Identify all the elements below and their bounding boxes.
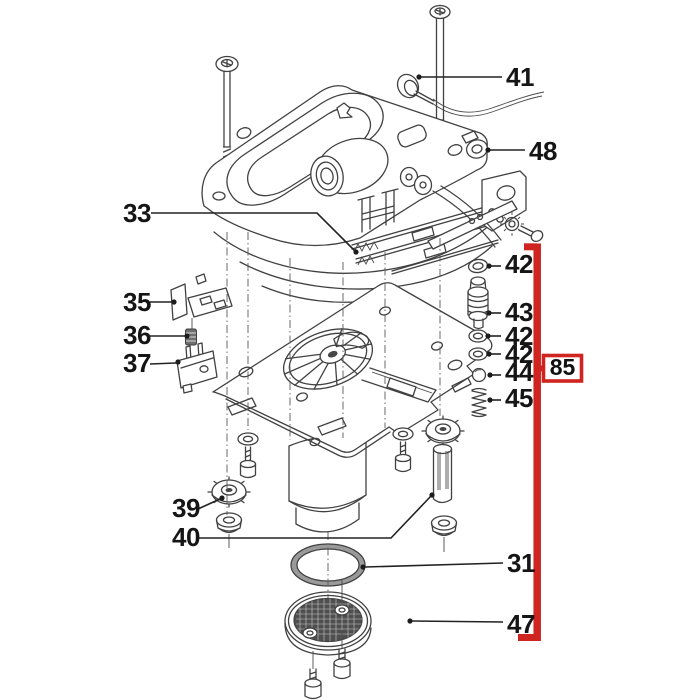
leader-line-40: [199, 495, 432, 539]
rotor-assembly: [282, 328, 437, 403]
sensor-plug-41: [396, 73, 545, 117]
cap-screw-right: [333, 630, 351, 680]
leader-dot-31: [360, 564, 366, 570]
callout-label-45: 45: [505, 383, 533, 413]
leader-dot-39: [219, 495, 225, 501]
leader-line-33: [151, 212, 357, 253]
leader-dot-40: [429, 492, 435, 498]
leader-dot-33: [353, 249, 359, 255]
washer-screw-left: [237, 432, 259, 479]
leader-dot-45: [487, 397, 493, 403]
leader-dot-41: [416, 74, 422, 80]
leader-dot-42a: [486, 263, 492, 269]
cap-screw-left: [304, 651, 322, 700]
leader-dot-48: [485, 147, 491, 153]
callout-label-42b: 42: [505, 321, 533, 351]
callout-label-36: 36: [123, 320, 151, 350]
callout-label-39: 39: [172, 493, 200, 523]
side-bracket-plate: [427, 170, 527, 250]
leader-dot-47: [407, 618, 413, 624]
grommet-right: [430, 515, 458, 552]
callout-label-31: 31: [507, 548, 535, 578]
impeller-gear-right: [421, 415, 465, 447]
assembly-axes: [226, 232, 441, 598]
leader-dot-35: [171, 299, 177, 305]
leader-line-47: [411, 620, 504, 623]
leader-dot-36: [184, 333, 190, 339]
callout-label-43: 43: [505, 297, 533, 327]
bracket-35: [170, 273, 233, 345]
leader-dot-37: [175, 359, 181, 365]
group-85-label: 85: [550, 354, 576, 380]
grommet-left: [215, 512, 243, 548]
callout-label-47: 47: [507, 609, 535, 639]
washer-screw-right: [392, 427, 414, 473]
group-bracket-85: 85: [518, 243, 584, 641]
group-85-box: [541, 353, 584, 383]
callout-label-37: 37: [123, 348, 151, 378]
leader-dot-43: [486, 310, 492, 316]
valve-stack: [467, 258, 489, 418]
filter-cap-47: [284, 580, 372, 656]
manifold-body: [201, 85, 509, 303]
callout-label-40: 40: [172, 522, 200, 552]
callout-label-42c: 42: [505, 339, 533, 369]
leader-dot-44: [487, 372, 493, 378]
leader-dot-42b: [485, 333, 491, 339]
leader-line-39: [197, 498, 221, 510]
leader-line-31: [364, 562, 504, 568]
callout-label-33: 33: [123, 198, 151, 228]
plunger-tube: [432, 443, 453, 504]
callout-label-48: 48: [529, 136, 557, 166]
callout-label-44: 44: [505, 357, 534, 387]
fitting-48: [461, 130, 489, 159]
callout-label-42a: 42: [505, 249, 533, 279]
bracket-37: [176, 342, 218, 394]
bracket-screw-washer: [500, 212, 544, 242]
leader-dot-42c: [486, 351, 492, 357]
callout-label-41: 41: [506, 62, 534, 92]
callout-label-35: 35: [123, 287, 151, 317]
impeller-gear-39: [207, 476, 251, 508]
leader-line-37: [149, 362, 177, 365]
